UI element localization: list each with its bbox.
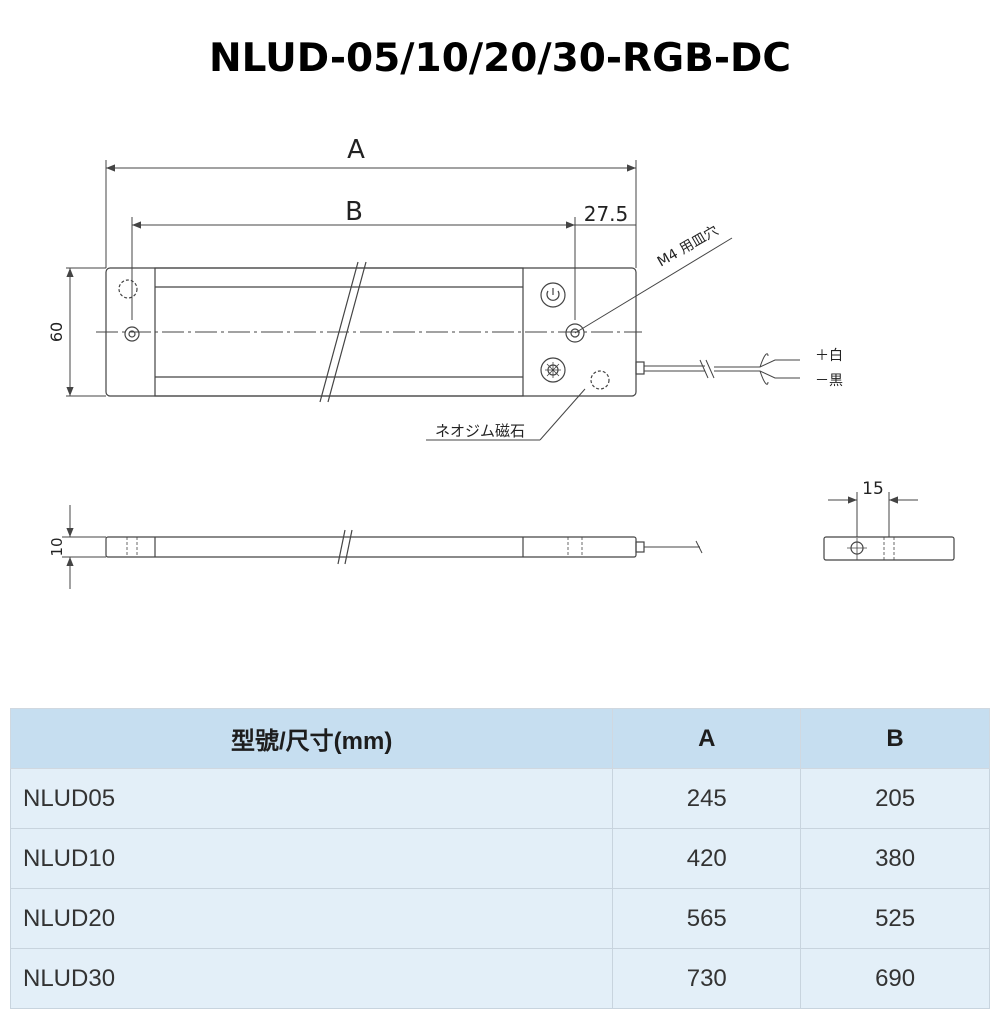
- b-cell: 690: [800, 948, 990, 1009]
- magnet-hole-icon: [590, 370, 610, 390]
- mount-hole-icon: [124, 326, 140, 342]
- table-header-row: 型號/尺寸(mm) A B: [9, 708, 990, 769]
- magnet-callout: ネオジム磁石: [435, 422, 525, 440]
- dimension-side-label: 15: [862, 479, 884, 499]
- b-cell: 205: [800, 768, 990, 829]
- model-cell: NLUD05: [9, 768, 614, 829]
- drawing-title: NLUD-05/10/20/30-RGB-DC: [208, 36, 791, 81]
- mount-hole-icon: [565, 323, 585, 343]
- end-view: [823, 492, 955, 561]
- header-model: 型號/尺寸(mm): [9, 708, 614, 769]
- wire-positive-label: ＋白: [815, 348, 843, 364]
- table-row: NLUD10 420 380: [9, 828, 990, 889]
- model-cell: NLUD10: [9, 828, 614, 889]
- a-cell: 730: [612, 948, 802, 1009]
- technical-drawing: A B 27.5 60 M4 用皿穴 ネオジム磁石 ＋白 －黒 10: [47, 135, 955, 589]
- side-view: [62, 505, 703, 589]
- dimmer-knob-icon: [540, 357, 566, 383]
- model-cell: NLUD20: [9, 888, 614, 949]
- dimension-b-label: B: [345, 197, 363, 227]
- size-table: 型號/尺寸(mm) A B NLUD05 245 205 NLUD10 420 …: [9, 708, 990, 1009]
- b-cell: 380: [800, 828, 990, 889]
- table-row: NLUD20 565 525: [9, 888, 990, 949]
- end-view-body: [823, 536, 955, 561]
- a-cell: 245: [612, 768, 802, 829]
- header-b: B: [800, 708, 990, 769]
- power-switch-icon: [540, 282, 566, 308]
- mount-hole-callout: M4 用皿穴: [655, 223, 721, 271]
- cable-connector: [635, 361, 645, 375]
- magnet-hole-icon: [118, 279, 138, 299]
- model-cell: NLUD30: [9, 948, 614, 1009]
- dimension-a-label: A: [347, 135, 365, 165]
- table-row: NLUD30 730 690: [9, 948, 990, 1009]
- table-row: NLUD05 245 205: [9, 768, 990, 829]
- wire-negative-label: －黒: [815, 373, 843, 389]
- top-view: [96, 261, 800, 403]
- b-cell: 525: [800, 888, 990, 949]
- a-cell: 420: [612, 828, 802, 889]
- dimension-offset-label: 27.5: [584, 202, 629, 226]
- header-a: A: [612, 708, 802, 769]
- dimension-thickness-label: 10: [48, 537, 66, 556]
- dimension-height-label: 60: [47, 322, 66, 342]
- a-cell: 565: [612, 888, 802, 949]
- side-view-body: [105, 536, 637, 558]
- top-dimensions: [66, 160, 733, 441]
